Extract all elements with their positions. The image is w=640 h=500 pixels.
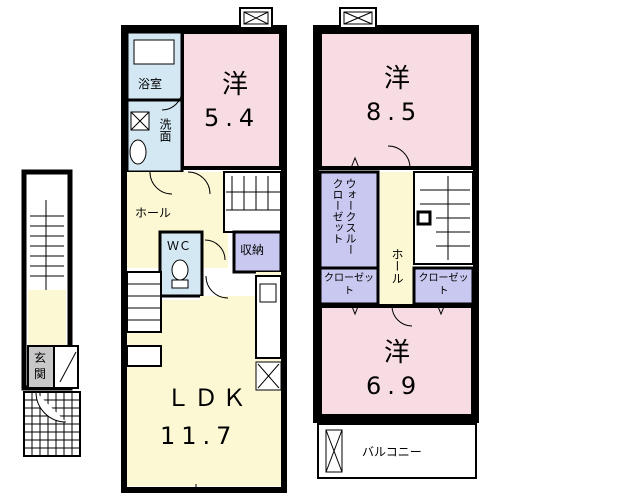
room-wc: ＷＣ [167, 239, 192, 253]
room-bath: 浴室 [138, 77, 163, 91]
room-balcony: バルコニー [362, 445, 422, 459]
room-walk-in-closet: ウォークスルークローゼット [331, 178, 357, 255]
room-entrance: 玄関 [34, 351, 47, 381]
room-western-c-size: 6.9 [366, 372, 423, 400]
room-western-c-name: 洋 [383, 338, 412, 368]
room-western-b-name: 洋 [383, 64, 412, 94]
first-floor [121, 7, 287, 493]
room-washroom: 洗面 [158, 118, 172, 142]
room-western-a-size: 5.4 [204, 104, 261, 132]
entrance-strip [21, 169, 81, 457]
room-ldk-name: ＬＤＫ [166, 384, 250, 412]
room-hall-1f: ホール [135, 206, 172, 220]
room-western-b-size: 8.5 [366, 98, 423, 126]
room-closet-left: クローゼット [324, 273, 374, 297]
room-storage: 収納 [240, 243, 265, 257]
room-hall-2f: ホール [390, 248, 404, 284]
room-ldk-size: 11.7 [160, 422, 238, 450]
second-floor [313, 7, 479, 479]
room-closet-right: クローゼット [418, 273, 469, 297]
porch-tiles [23, 391, 81, 457]
room-western-a-name: 洋 [221, 70, 250, 100]
